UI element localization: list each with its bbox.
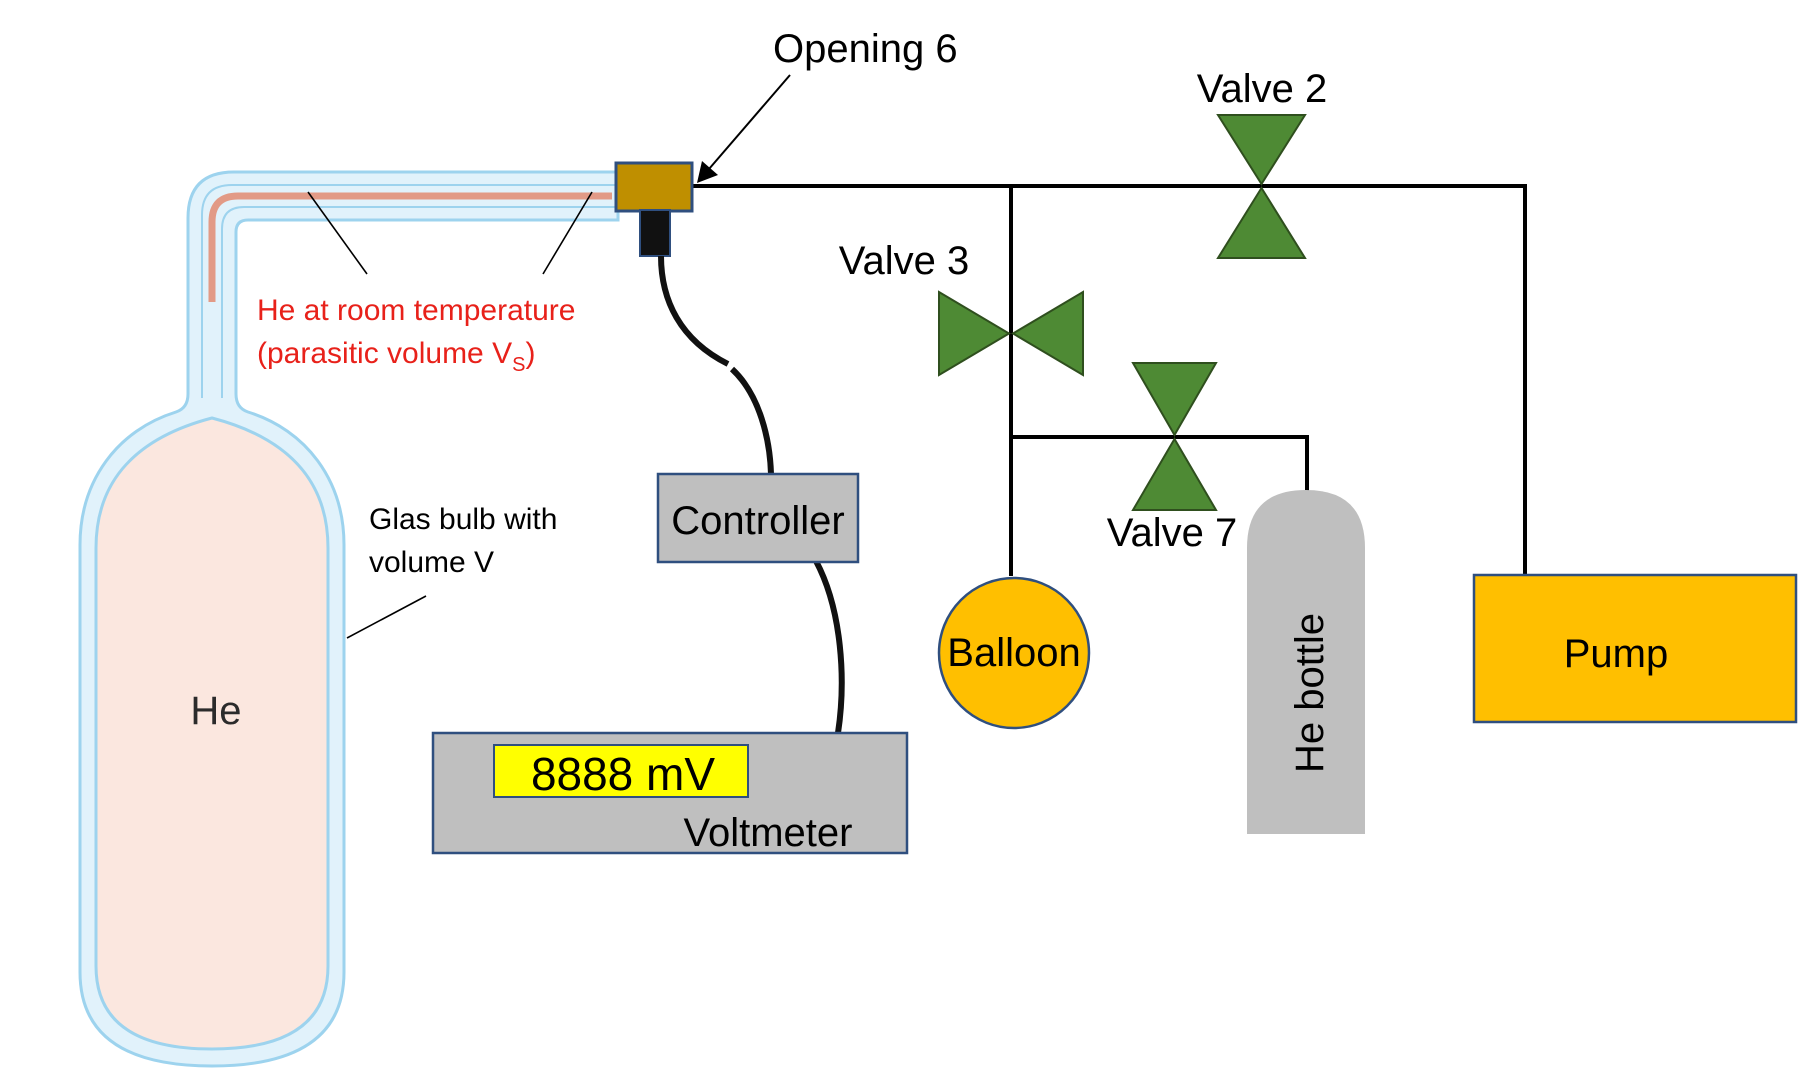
he-room-temp-label: He at room temperature (257, 294, 575, 327)
voltmeter-display-value: 8888 mV (531, 748, 715, 800)
capillary-inner-wall (201, 184, 618, 398)
valve-3-left-triangle (938, 290, 1011, 377)
parasitic-volume-prefix: (parasitic volume V (257, 337, 512, 370)
sensor-cable-upper (658, 255, 730, 367)
pipework (692, 184, 1527, 576)
controller-box (656, 472, 860, 564)
pump (1472, 573, 1798, 724)
valve-7[interactable] (1131, 362, 1218, 511)
voltmeter-display (493, 744, 749, 798)
valve-2-bottom-triangle (1216, 186, 1307, 259)
glass-bulb-inner-vessel (94, 416, 330, 1051)
valve-2[interactable] (1216, 114, 1307, 259)
opening-6-connector (639, 209, 671, 257)
opening-6-arrowhead (697, 161, 718, 183)
sensor-cable-lower (729, 366, 774, 475)
glas-bulb-label-line2: volume V (369, 546, 494, 579)
he-bottle-label: He bottle (1288, 613, 1332, 773)
pump-label: Pump (1564, 632, 1669, 676)
balloon-label: Balloon (947, 631, 1080, 675)
glas-bulb-pointer (346, 595, 427, 639)
opening-6-arrow-line (708, 74, 791, 170)
valve-3[interactable] (938, 290, 1084, 377)
capillary-inner-wall-2 (221, 206, 618, 398)
valve-2-top-triangle (1216, 114, 1307, 186)
balloon (937, 576, 1091, 730)
glas-bulb-label-line1: Glas bulb with (369, 503, 557, 536)
glass-bulb: He (78, 170, 620, 1068)
parasitic-pointer-right (542, 191, 593, 275)
parasitic-he-line (208, 192, 612, 302)
parasitic-volume-label: (parasitic volume VS) (257, 337, 535, 376)
valve-2-label: Valve 2 (1197, 67, 1327, 111)
controller-label: Controller (671, 499, 844, 543)
opening-6-label: Opening 6 (773, 27, 958, 71)
parasitic-volume-subscript: S (512, 354, 525, 376)
controller-voltmeter-cable (813, 559, 845, 734)
bulb-gas-label: He (190, 689, 241, 733)
valve-3-label: Valve 3 (839, 239, 969, 283)
opening-6-fitting (614, 161, 694, 213)
parasitic-pointer-left (307, 191, 368, 275)
parasitic-volume-suffix: ) (525, 337, 535, 370)
valve-7-bottom-triangle (1131, 437, 1218, 511)
voltmeter-label: Voltmeter (684, 811, 853, 855)
valve-7-label: Valve 7 (1107, 511, 1237, 555)
valve-3-right-triangle (1011, 290, 1084, 377)
he-bottle (1247, 490, 1365, 834)
valve-7-top-triangle (1131, 362, 1218, 438)
